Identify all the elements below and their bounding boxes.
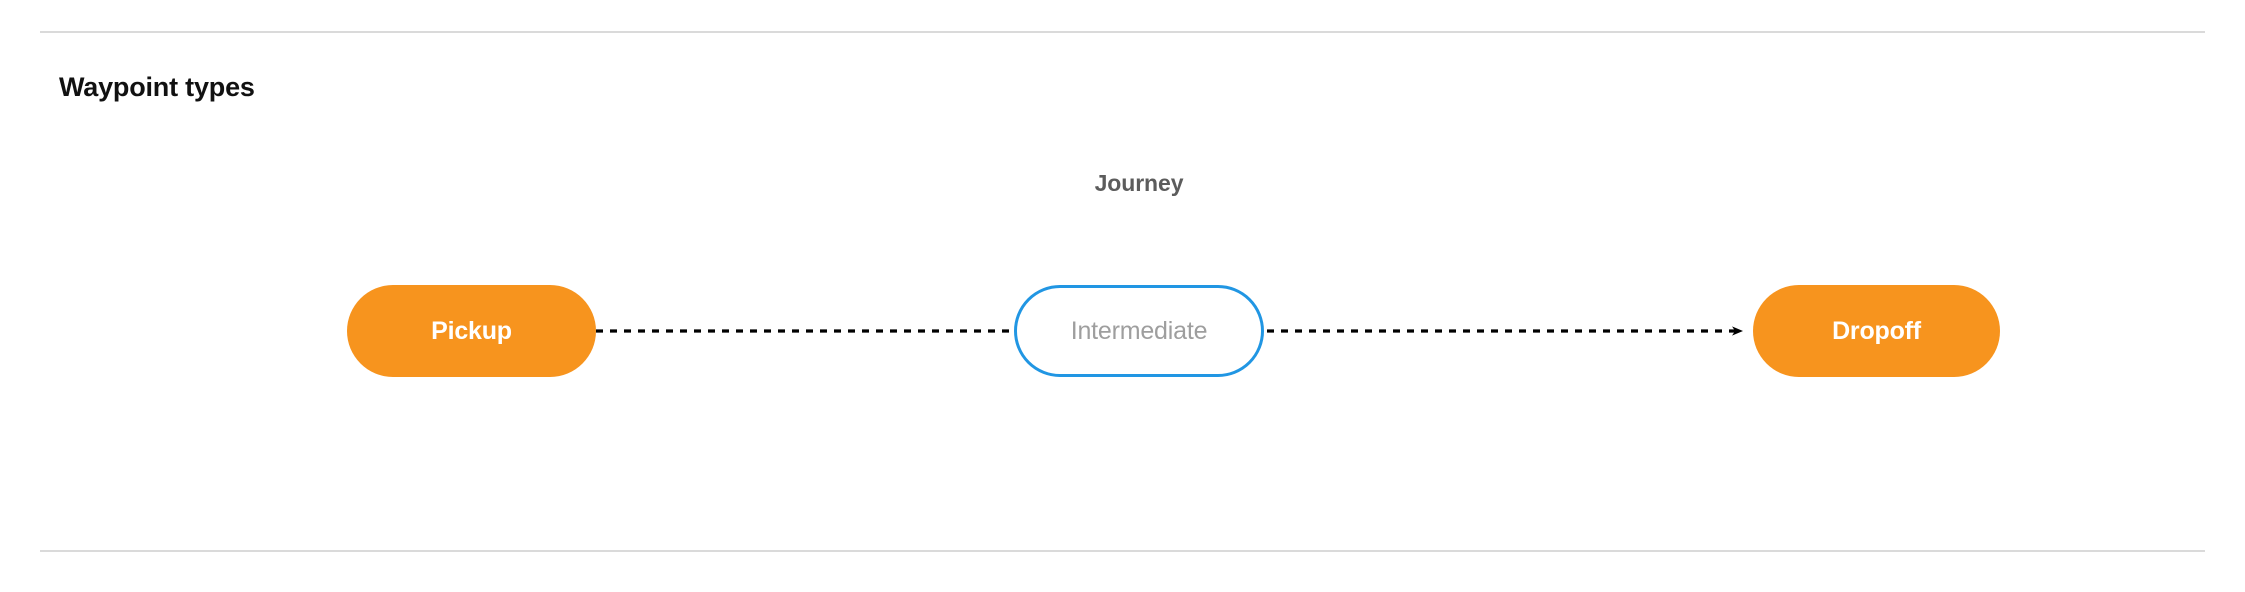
diagram-node-intermediate[interactable]: Intermediate [1014,285,1264,377]
section-divider-bottom [40,550,2205,552]
section-divider-top [40,31,2205,33]
diagram-node-pickup[interactable]: Pickup [347,285,596,377]
page-title: Waypoint types [59,72,255,102]
diagram-node-dropoff[interactable]: Dropoff [1753,285,2000,377]
journey-group-label: Journey [1094,170,1184,196]
